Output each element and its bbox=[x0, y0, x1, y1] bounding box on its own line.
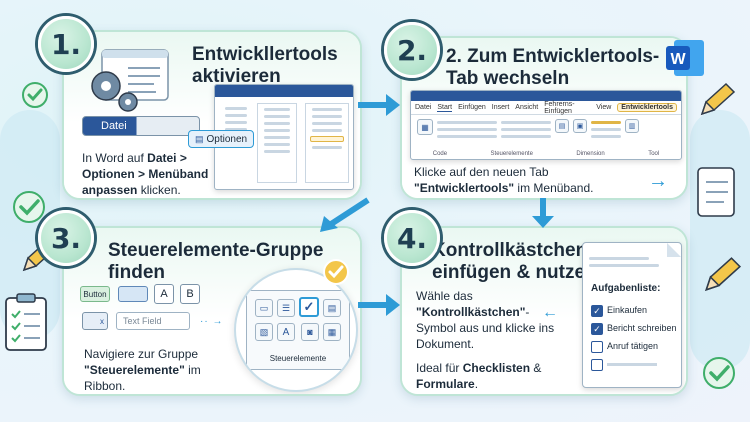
code-icon: ▤ bbox=[555, 119, 569, 133]
step-4-card: Kontrollkästchen einfügen & nutzen Wähle… bbox=[400, 226, 688, 396]
arrow-icon bbox=[320, 197, 370, 232]
textbox-icon[interactable]: ▭ bbox=[255, 299, 273, 317]
tool-icon: ▥ bbox=[625, 119, 639, 133]
options-button[interactable]: ▤Optionen bbox=[188, 130, 254, 148]
arrow-icon: ← bbox=[542, 304, 558, 321]
controls-group-box: ▭ ☰ ✓ ▤ ▧ A ◙ ▦ Steuerelemente bbox=[246, 290, 350, 370]
group-steuerelemente: Steuerelemente bbox=[490, 151, 533, 157]
word-ribbon: Datei Start Einfügen Insert Ansicht Fehr… bbox=[410, 90, 682, 160]
task-list-document: Aufgabenliste: ✓Einkaufen ✓Bericht schre… bbox=[582, 242, 682, 388]
step-1-title: Entwickllertools aktivieren bbox=[192, 44, 338, 87]
task-item[interactable] bbox=[591, 355, 677, 373]
pencil-icon bbox=[700, 82, 736, 116]
arrow-icon bbox=[358, 94, 400, 116]
plain-text-control[interactable]: B bbox=[180, 284, 200, 304]
rich-text-control[interactable]: A bbox=[154, 284, 174, 304]
step-1-badge: 1. bbox=[38, 16, 94, 72]
step-1-description: In Word auf Datei > Optionen > Menüband … bbox=[82, 151, 209, 197]
tab-entwicklertools[interactable]: Entwicklertools bbox=[617, 103, 677, 112]
task-item[interactable]: ✓Bericht schreiben bbox=[591, 319, 677, 337]
arrow-icon bbox=[532, 198, 554, 228]
textbox-control-icon: x bbox=[82, 312, 108, 330]
clipboard-icon bbox=[697, 167, 735, 217]
step-3-description: Navigiere zur Gruppe "Steuerelemente" im… bbox=[84, 347, 201, 393]
controls-zoom-circle: ▭ ☰ ✓ ▤ ▧ A ◙ ▦ Steuerelemente bbox=[234, 268, 358, 392]
tab-fehrerns[interactable]: Fehrerns-Einfügen bbox=[544, 100, 575, 115]
tab-start[interactable]: Start bbox=[437, 103, 453, 112]
checkmark-icon bbox=[323, 259, 349, 285]
step-2-card: 2. Zum Entwicklertools- Tab wechseln Dat… bbox=[400, 36, 688, 200]
task-list: ✓Einkaufen ✓Bericht schreiben Anruf täti… bbox=[591, 301, 677, 373]
tab-insert[interactable]: Insert bbox=[491, 104, 510, 111]
tab-einfuegen[interactable]: Einfügen bbox=[458, 104, 486, 111]
pencil-icon bbox=[705, 257, 742, 291]
group-dimension: Dimension bbox=[576, 151, 605, 157]
group-tool: Tool bbox=[648, 151, 660, 157]
step-1-card: Entwickllertools aktivieren Datei ▤Optio… bbox=[62, 30, 362, 200]
group-label: Steuerelemente bbox=[269, 354, 327, 363]
list-icon[interactable]: ☰ bbox=[277, 299, 295, 317]
checkbox-checked-icon[interactable]: ✓ bbox=[591, 304, 603, 317]
step-2-title: 2. Zum Entwicklertools- Tab wechseln bbox=[446, 46, 660, 89]
camera-icon[interactable]: ◙ bbox=[301, 323, 319, 341]
table-icon[interactable]: ▦ bbox=[323, 323, 341, 341]
checkbox-unchecked-icon[interactable] bbox=[591, 358, 603, 371]
button-control[interactable]: Button bbox=[80, 286, 110, 302]
step-3-title: Steuerelemente-Gruppe finden bbox=[108, 240, 324, 283]
text-field[interactable]: Text Field bbox=[116, 312, 190, 330]
step-3-card: Steuerelemente-Gruppe finden Button A B … bbox=[62, 226, 362, 396]
document-icon[interactable]: ▤ bbox=[323, 299, 341, 317]
background-blob bbox=[690, 110, 750, 370]
arrow-icon bbox=[358, 294, 400, 316]
ribbon-tab-bar: Datei Start Einfügen Insert Ansicht Fehr… bbox=[411, 101, 681, 115]
paste-icon: ▦ bbox=[417, 119, 433, 135]
step-3-badge: 3. bbox=[38, 210, 94, 266]
step-2-badge: 2. bbox=[384, 22, 440, 78]
checkbox-checked-icon[interactable]: ✓ bbox=[591, 322, 603, 335]
combobox-control[interactable] bbox=[118, 286, 148, 302]
step-2-description: Klicke auf den neuen Tab "Entwicklertool… bbox=[414, 165, 594, 195]
image-icon[interactable]: ▧ bbox=[255, 323, 273, 341]
task-item[interactable]: ✓Einkaufen bbox=[591, 301, 677, 319]
svg-text:W: W bbox=[670, 51, 686, 68]
arrow-icon: → bbox=[648, 170, 668, 192]
checkbox-unchecked-icon[interactable] bbox=[591, 340, 603, 353]
checkbox-control-icon[interactable]: ✓ bbox=[299, 297, 319, 317]
gear-icon bbox=[91, 49, 169, 112]
checkmark-icon bbox=[13, 191, 45, 223]
file-menu-bar: Datei bbox=[82, 116, 200, 136]
dotted-arrow-icon: ·· → bbox=[200, 316, 224, 327]
font-icon[interactable]: A bbox=[277, 323, 295, 341]
clipboard-icon bbox=[5, 293, 47, 351]
step-4-description: Wähle das "Kontrollkästchen"- Symbol aus… bbox=[416, 289, 555, 391]
checkmark-icon bbox=[22, 82, 48, 108]
document-icon: ▤ bbox=[195, 133, 204, 144]
group-code: Code bbox=[432, 151, 448, 157]
step-4-badge: 4. bbox=[384, 210, 440, 266]
file-button[interactable]: Datei bbox=[101, 120, 127, 132]
task-list-title: Aufgabenliste: bbox=[591, 283, 661, 294]
tab-ansicht[interactable]: Ansicht bbox=[515, 104, 539, 111]
macro-icon: ▣ bbox=[573, 119, 587, 133]
tab-view[interactable]: View bbox=[596, 104, 612, 111]
checkmark-icon bbox=[703, 357, 735, 389]
task-item[interactable]: Anruf tätigen bbox=[591, 337, 677, 355]
word-logo-icon: W bbox=[666, 40, 704, 76]
step-4-title: Kontrollkästchen einfügen & nutzen bbox=[432, 240, 597, 283]
tab-datei[interactable]: Datei bbox=[415, 104, 432, 111]
